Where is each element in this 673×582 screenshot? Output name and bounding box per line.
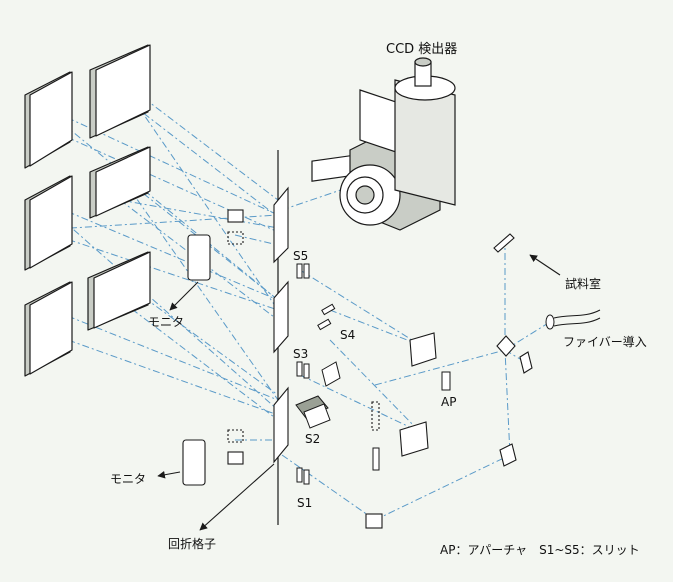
mirror-r-upper xyxy=(409,332,437,367)
s4-label: S4 xyxy=(340,328,356,342)
slit-ap xyxy=(441,371,451,391)
label-arrows xyxy=(157,254,561,531)
beam-splitter xyxy=(496,335,516,357)
mirror-bottom-right xyxy=(499,443,517,467)
s2-label: S2 xyxy=(305,432,321,446)
sample-chamber-label: 試料室 xyxy=(565,277,602,291)
slits xyxy=(296,263,451,485)
monitor-top-label: モニタ xyxy=(148,315,185,329)
slit-s3 xyxy=(296,361,303,377)
s5-label: S5 xyxy=(293,249,309,263)
grating-mid xyxy=(273,280,289,354)
mirror-l6 xyxy=(87,251,151,331)
s3-label: S3 xyxy=(293,347,309,361)
ap-label: AP xyxy=(441,395,457,409)
monitor-top-body xyxy=(187,234,211,281)
slit-s1 xyxy=(296,467,303,483)
left-mirror-array xyxy=(24,44,151,377)
mirror-bottom xyxy=(365,513,383,529)
legend-text: AP：アパーチャ S1~S5：スリット xyxy=(440,543,640,557)
s2-assembly xyxy=(295,361,341,429)
mirror-sample xyxy=(493,233,515,253)
monitor-bottom-body xyxy=(182,439,206,486)
mirror-l3 xyxy=(24,281,73,377)
mirror-l4 xyxy=(89,44,151,139)
grating-label: 回折格子 xyxy=(168,537,217,551)
fiber-input-label: ファイバー導入 xyxy=(563,335,647,349)
gratings xyxy=(273,186,289,464)
mirror-l2 xyxy=(24,175,73,271)
monitor-bottom-label: モニタ xyxy=(110,472,147,486)
slit-s5 xyxy=(296,263,303,279)
slit-s4 xyxy=(321,303,336,316)
s1-label: S1 xyxy=(297,496,313,510)
right-mirrors xyxy=(365,233,533,529)
monitors xyxy=(182,209,244,486)
grating-bottom xyxy=(273,386,289,464)
mirror-l5 xyxy=(89,146,151,219)
fiber-input xyxy=(545,309,601,330)
ccd-detector xyxy=(311,57,456,231)
mirror-side xyxy=(519,351,533,374)
grating-top xyxy=(273,186,289,264)
mirror-r-lower xyxy=(399,421,429,457)
ccd-label: CCD 検出器 xyxy=(386,42,458,57)
dotted-slit xyxy=(371,401,380,431)
mirror-l1 xyxy=(24,71,73,169)
